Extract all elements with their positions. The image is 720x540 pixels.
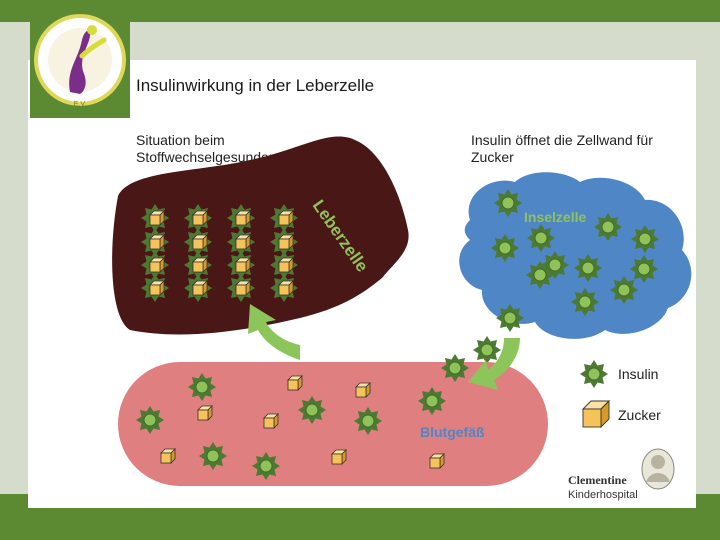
diabetiker-bund-logo: E.V.: [30, 0, 130, 118]
blood-vessel-label: Blutgefäß: [420, 424, 485, 440]
arrow-islet-to-vessel: [468, 338, 520, 390]
logo-sub-text: E.V.: [74, 101, 87, 108]
page-title: Insulinwirkung in der Leberzelle: [136, 76, 375, 95]
liver-cell-shape: [112, 136, 409, 335]
legend-sugar-label: Zucker: [618, 407, 661, 423]
clementine-logo: [641, 448, 675, 490]
sponsor-sub: Kinderhospital: [568, 489, 638, 501]
caption-insulin-opens: Insulin öffnet die Zellwand für Zucker: [471, 132, 653, 165]
islet-cell-shape: [459, 172, 692, 339]
caption-healthy: Situation beim Stoffwechselgesunden: [136, 132, 277, 165]
islet-cell-label: Inselzelle: [524, 209, 586, 225]
sponsor-name: Clementine: [568, 473, 627, 487]
legend-sugar-icon: [581, 399, 611, 429]
top-green-bar: [0, 0, 720, 22]
arrow-vessel-to-liver: [248, 304, 300, 360]
legend-insulin-label: Insulin: [618, 366, 658, 382]
legend-insulin-icon: [579, 359, 609, 389]
